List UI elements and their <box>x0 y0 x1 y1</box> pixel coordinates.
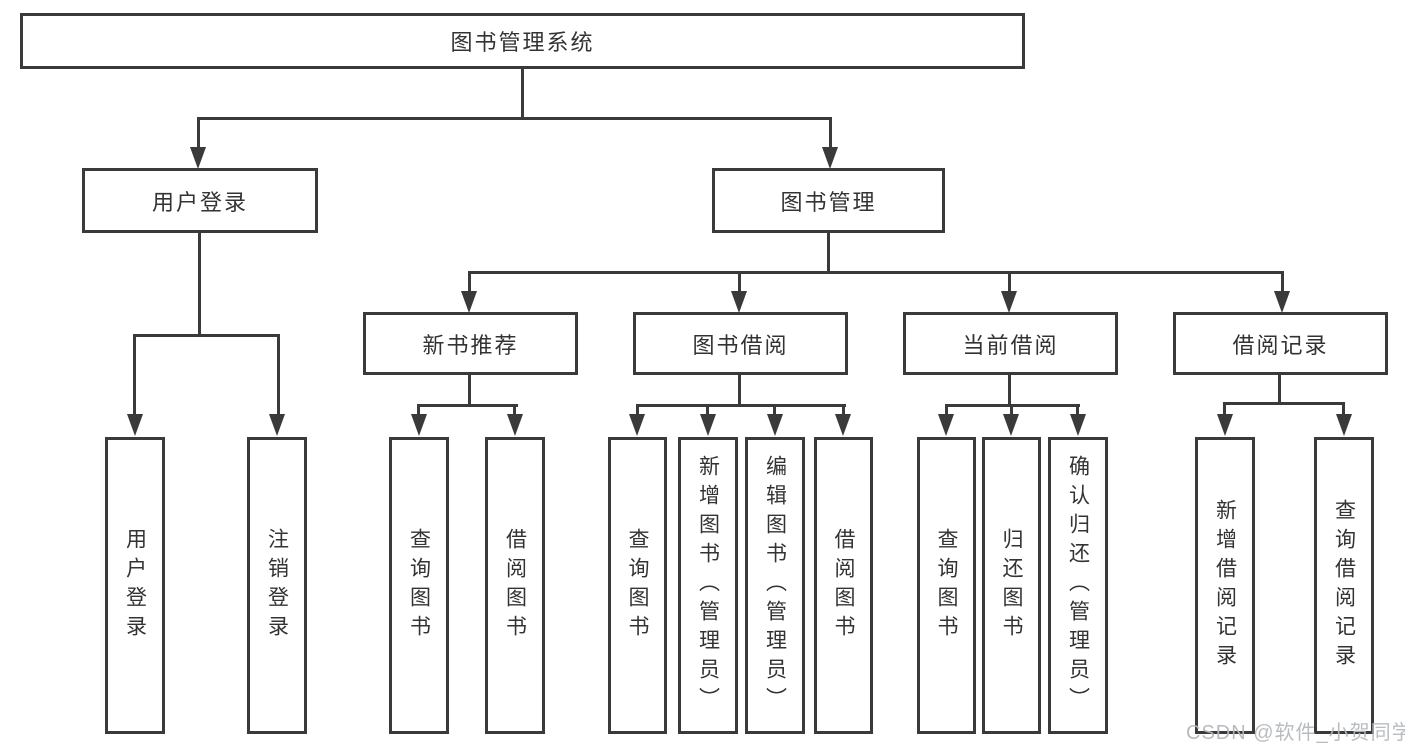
connector-line <box>133 334 136 414</box>
leaf-label: 查询借阅记录 <box>1332 498 1356 673</box>
arrow-down-icon <box>822 147 838 169</box>
leaf-logout-label: 注销登录 <box>265 527 289 644</box>
connector-line <box>1008 373 1011 406</box>
connector-line <box>1223 402 1226 416</box>
connector-line <box>197 117 200 149</box>
connector-line <box>277 334 280 414</box>
leaf-label: 借阅图书 <box>503 527 527 644</box>
node-root-label: 图书管理系统 <box>450 30 595 55</box>
watermark: CSDN @软件_小贺同学 <box>1186 722 1405 744</box>
leaf-label: 查询图书 <box>626 527 650 644</box>
connector-line <box>738 373 741 406</box>
connector-line <box>1223 402 1345 405</box>
node-borrow-records-label: 借阅记录 <box>1232 332 1329 358</box>
arrow-down-icon <box>938 414 954 436</box>
arrow-down-icon <box>1003 414 1019 436</box>
arrow-down-icon <box>127 414 143 436</box>
connector-line <box>417 404 518 407</box>
arrow-down-icon <box>1001 291 1017 313</box>
connector-line <box>1008 271 1011 292</box>
arrow-down-icon <box>835 414 851 436</box>
connector-line <box>945 404 948 416</box>
node-book-borrow-label: 图书借阅 <box>692 332 789 358</box>
connector-line <box>1010 404 1013 416</box>
node-user-login: 用户登录 <box>82 168 318 233</box>
connector-line <box>468 271 471 292</box>
leaf-label: 新增图书（管理员） <box>696 455 720 716</box>
arrow-down-icon <box>767 414 783 436</box>
leaf-query-borrow-record: 查询借阅记录 <box>1314 437 1374 734</box>
leaf-confirm-return-admin: 确认归还（管理员） <box>1048 437 1108 734</box>
connector-line <box>706 404 709 416</box>
leaf-user-login-label: 用户登录 <box>123 527 147 644</box>
arrow-down-icon <box>1070 414 1086 436</box>
connector-line <box>1342 402 1345 416</box>
node-borrow-records: 借阅记录 <box>1173 312 1388 375</box>
leaf-label: 编辑图书（管理员） <box>763 455 787 716</box>
connector-line <box>133 334 280 337</box>
connector-line <box>1281 271 1284 292</box>
connector-line <box>829 117 832 149</box>
leaf-return-books: 归还图书 <box>982 437 1041 734</box>
arrow-down-icon <box>629 414 645 436</box>
node-current-borrow: 当前借阅 <box>903 312 1118 375</box>
connector-line <box>513 404 516 416</box>
node-book-borrow: 图书借阅 <box>633 312 848 375</box>
connector-line <box>842 404 845 416</box>
leaf-label: 查询图书 <box>935 527 959 644</box>
connector-line <box>468 373 471 406</box>
leaf-label: 借阅图书 <box>832 527 856 644</box>
connector-line <box>521 69 524 118</box>
node-new-book-recommend-label: 新书推荐 <box>422 332 519 358</box>
arrow-down-icon <box>1274 291 1290 313</box>
connector-line <box>1076 404 1079 416</box>
leaf-borrow-books: 借阅图书 <box>814 437 873 734</box>
node-book-management-label: 图书管理 <box>780 189 877 215</box>
leaf-user-login: 用户登录 <box>105 437 165 734</box>
arrow-down-icon <box>190 147 206 169</box>
connector-line <box>827 231 830 274</box>
node-user-login-label: 用户登录 <box>151 189 248 215</box>
arrow-down-icon <box>1336 414 1352 436</box>
leaf-label: 确认归还（管理员） <box>1066 455 1090 716</box>
leaf-query-books-current: 查询图书 <box>917 437 976 734</box>
node-new-book-recommend: 新书推荐 <box>363 312 578 375</box>
connector-line <box>468 271 1284 274</box>
leaf-label: 新增借阅记录 <box>1213 498 1237 673</box>
connector-line <box>198 231 201 337</box>
arrow-down-icon <box>700 414 716 436</box>
arrow-down-icon <box>1217 414 1233 436</box>
connector-line <box>636 404 639 416</box>
leaf-logout: 注销登录 <box>247 437 307 734</box>
leaf-query-books-recommend: 查询图书 <box>389 437 449 734</box>
leaf-label: 查询图书 <box>407 527 431 644</box>
node-current-borrow-label: 当前借阅 <box>962 332 1059 358</box>
arrow-down-icon <box>269 414 285 436</box>
leaf-add-borrow-record: 新增借阅记录 <box>1195 437 1255 734</box>
node-root: 图书管理系统 <box>20 13 1025 69</box>
arrow-down-icon <box>507 414 523 436</box>
arrow-down-icon <box>731 291 747 313</box>
arrow-down-icon <box>461 291 477 313</box>
leaf-edit-books-admin: 编辑图书（管理员） <box>745 437 805 734</box>
connector-line <box>417 404 420 416</box>
arrow-down-icon <box>411 414 427 436</box>
leaf-add-books-admin: 新增图书（管理员） <box>678 437 738 734</box>
connector-line <box>773 404 776 416</box>
connector-line <box>636 404 846 407</box>
leaf-label: 归还图书 <box>1000 527 1024 644</box>
node-book-management: 图书管理 <box>712 168 945 233</box>
connector-line <box>1278 373 1281 404</box>
connector-line <box>197 117 832 120</box>
leaf-borrow-books-recommend: 借阅图书 <box>485 437 545 734</box>
leaf-query-books-borrow: 查询图书 <box>608 437 667 734</box>
connector-line <box>738 271 741 292</box>
